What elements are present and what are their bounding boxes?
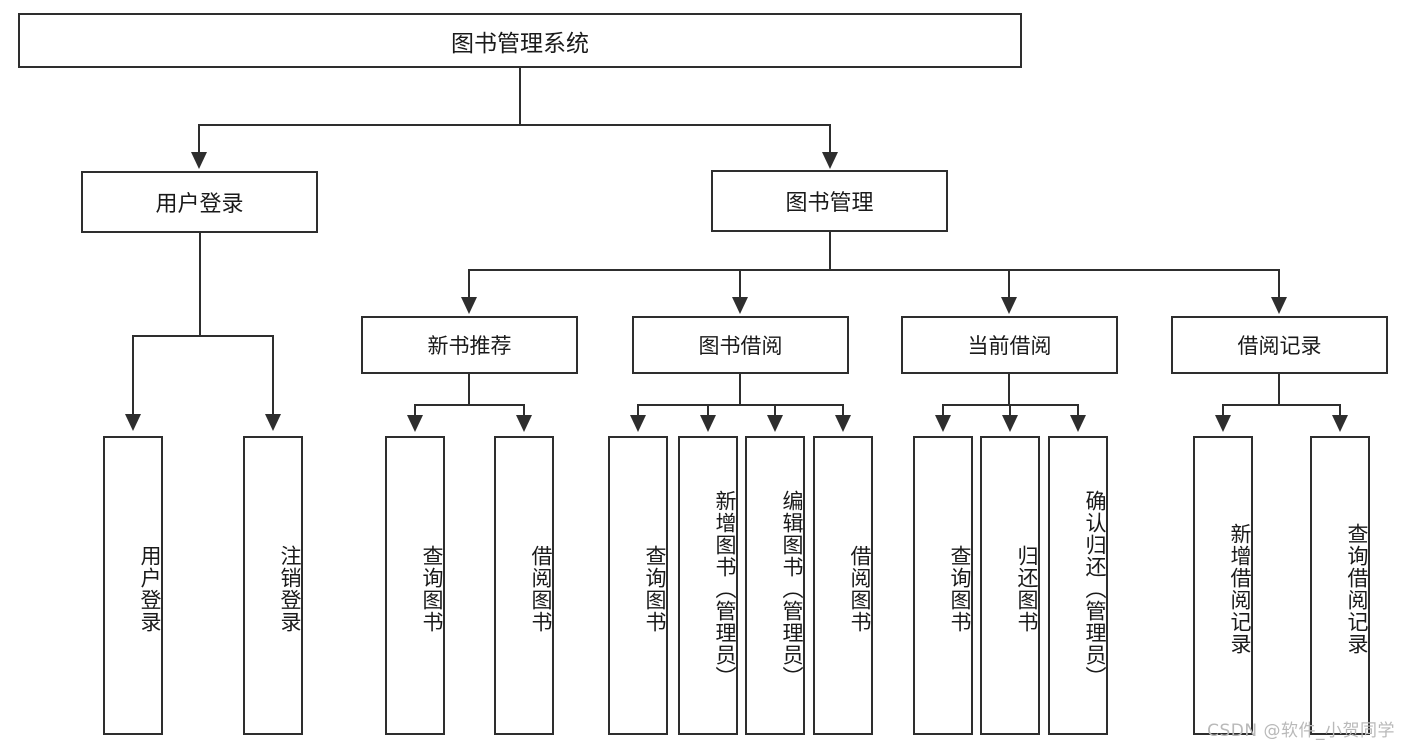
edge-br-to-leaf-2: [1339, 404, 1341, 416]
node-root-book-management-system[interactable]: 图书管理系统: [18, 13, 1022, 68]
node-leaf-query-book-2-label: 查询图书: [643, 544, 667, 633]
edge-br-to-leaf-1: [1222, 404, 1224, 416]
node-book-borrow[interactable]: 图书借阅: [632, 316, 849, 374]
arrow-bb-to-leaf-1: [630, 415, 646, 432]
edge-br-stem: [1278, 374, 1280, 406]
node-leaf-borrow-book-1[interactable]: 借阅图书: [494, 436, 554, 735]
edge-book-management-stem: [829, 232, 831, 271]
node-leaf-confirm-return-label: 确认归还（管理员）: [1083, 489, 1107, 688]
node-leaf-add-record-label: 新增借阅记录: [1228, 522, 1252, 655]
node-leaf-query-book-2[interactable]: 查询图书: [608, 436, 668, 735]
edge-root-to-user-login: [198, 124, 200, 154]
edge-cb-to-leaf-3: [1077, 404, 1079, 416]
edge-root-to-book-management: [829, 124, 831, 154]
arrow-user-login-to-leaf-1: [125, 414, 141, 431]
edge-book-management-bar: [468, 269, 1280, 271]
node-leaf-borrow-book-1-label: 借阅图书: [529, 544, 553, 633]
edge-bm-to-current-borrow: [1008, 269, 1010, 298]
edge-nbr-stem: [468, 374, 470, 406]
node-user-login-label: 用户登录: [155, 192, 244, 217]
arrow-nbr-to-leaf-2: [516, 415, 532, 432]
node-leaf-logout-login-label: 注销登录: [278, 544, 302, 633]
arrow-bm-to-current-borrow: [1001, 297, 1017, 314]
arrow-cb-to-leaf-1: [935, 415, 951, 432]
node-book-borrow-label: 图书借阅: [698, 334, 783, 358]
edge-bb-to-leaf-2: [707, 404, 709, 416]
node-leaf-query-book-3[interactable]: 查询图书: [913, 436, 973, 735]
arrow-br-to-leaf-2: [1332, 415, 1348, 432]
edge-user-login-stem: [199, 233, 201, 337]
node-leaf-edit-book[interactable]: 编辑图书（管理员）: [745, 436, 805, 735]
edge-root-bar: [198, 124, 831, 126]
node-leaf-confirm-return[interactable]: 确认归还（管理员）: [1048, 436, 1108, 735]
arrow-bb-to-leaf-4: [835, 415, 851, 432]
node-leaf-borrow-book-2[interactable]: 借阅图书: [813, 436, 873, 735]
edge-user-login-to-leaf-2: [272, 335, 274, 415]
edge-bb-to-leaf-4: [842, 404, 844, 416]
node-current-borrow-label: 当前借阅: [967, 334, 1052, 358]
edge-cb-to-leaf-2: [1009, 404, 1011, 416]
node-leaf-borrow-book-2-label: 借阅图书: [848, 544, 872, 633]
node-leaf-user-login[interactable]: 用户登录: [103, 436, 163, 735]
arrow-br-to-leaf-1: [1215, 415, 1231, 432]
node-user-login[interactable]: 用户登录: [81, 171, 318, 233]
arrow-cb-to-leaf-3: [1070, 415, 1086, 432]
arrow-nbr-to-leaf-1: [407, 415, 423, 432]
arrow-bm-to-borrow-record: [1271, 297, 1287, 314]
node-borrow-record-label: 借阅记录: [1237, 334, 1322, 358]
node-new-book-recommend-label: 新书推荐: [427, 334, 512, 358]
edge-bb-bar: [637, 404, 843, 406]
arrow-bm-to-new-book: [461, 297, 477, 314]
node-leaf-add-book[interactable]: 新增图书（管理员）: [678, 436, 738, 735]
node-borrow-record[interactable]: 借阅记录: [1171, 316, 1388, 374]
node-leaf-add-book-label: 新增图书（管理员）: [713, 489, 737, 688]
edge-user-login-to-leaf-1: [132, 335, 134, 415]
node-book-management-label: 图书管理: [785, 191, 874, 216]
node-current-borrow[interactable]: 当前借阅: [901, 316, 1118, 374]
node-leaf-edit-book-label: 编辑图书（管理员）: [780, 489, 804, 688]
node-leaf-query-book-3-label: 查询图书: [948, 544, 972, 633]
arrow-bm-to-book-borrow: [732, 297, 748, 314]
edge-cb-to-leaf-1: [942, 404, 944, 416]
node-leaf-logout-login[interactable]: 注销登录: [243, 436, 303, 735]
edge-nbr-to-leaf-2: [523, 404, 525, 416]
edge-cb-stem: [1008, 374, 1010, 406]
edge-bm-to-new-book: [468, 269, 470, 298]
node-leaf-query-book-1[interactable]: 查询图书: [385, 436, 445, 735]
edge-br-bar: [1222, 404, 1340, 406]
edge-bm-to-borrow-record: [1278, 269, 1280, 298]
arrow-root-to-user-login: [191, 152, 207, 169]
node-leaf-query-book-1-label: 查询图书: [420, 544, 444, 633]
node-leaf-query-record[interactable]: 查询借阅记录: [1310, 436, 1370, 735]
node-leaf-query-record-label: 查询借阅记录: [1345, 522, 1369, 655]
node-leaf-add-record[interactable]: 新增借阅记录: [1193, 436, 1253, 735]
arrow-root-to-book-management: [822, 152, 838, 169]
arrow-cb-to-leaf-2: [1002, 415, 1018, 432]
edge-nbr-to-leaf-1: [414, 404, 416, 416]
edge-user-login-bar: [132, 335, 272, 337]
edge-bb-stem: [739, 374, 741, 406]
node-leaf-return-book-label: 归还图书: [1015, 544, 1039, 633]
edge-root-stem: [519, 68, 521, 125]
edge-nbr-bar: [414, 404, 524, 406]
node-root-label: 图书管理系统: [451, 30, 589, 57]
edge-bb-to-leaf-3: [774, 404, 776, 416]
node-leaf-user-login-label: 用户登录: [138, 544, 162, 633]
node-leaf-return-book[interactable]: 归还图书: [980, 436, 1040, 735]
node-book-management[interactable]: 图书管理: [711, 170, 948, 232]
edge-bb-to-leaf-1: [637, 404, 639, 416]
arrow-bb-to-leaf-3: [767, 415, 783, 432]
arrow-bb-to-leaf-2: [700, 415, 716, 432]
node-new-book-recommend[interactable]: 新书推荐: [361, 316, 578, 374]
edge-bm-to-book-borrow: [739, 269, 741, 298]
arrow-user-login-to-leaf-2: [265, 414, 281, 431]
